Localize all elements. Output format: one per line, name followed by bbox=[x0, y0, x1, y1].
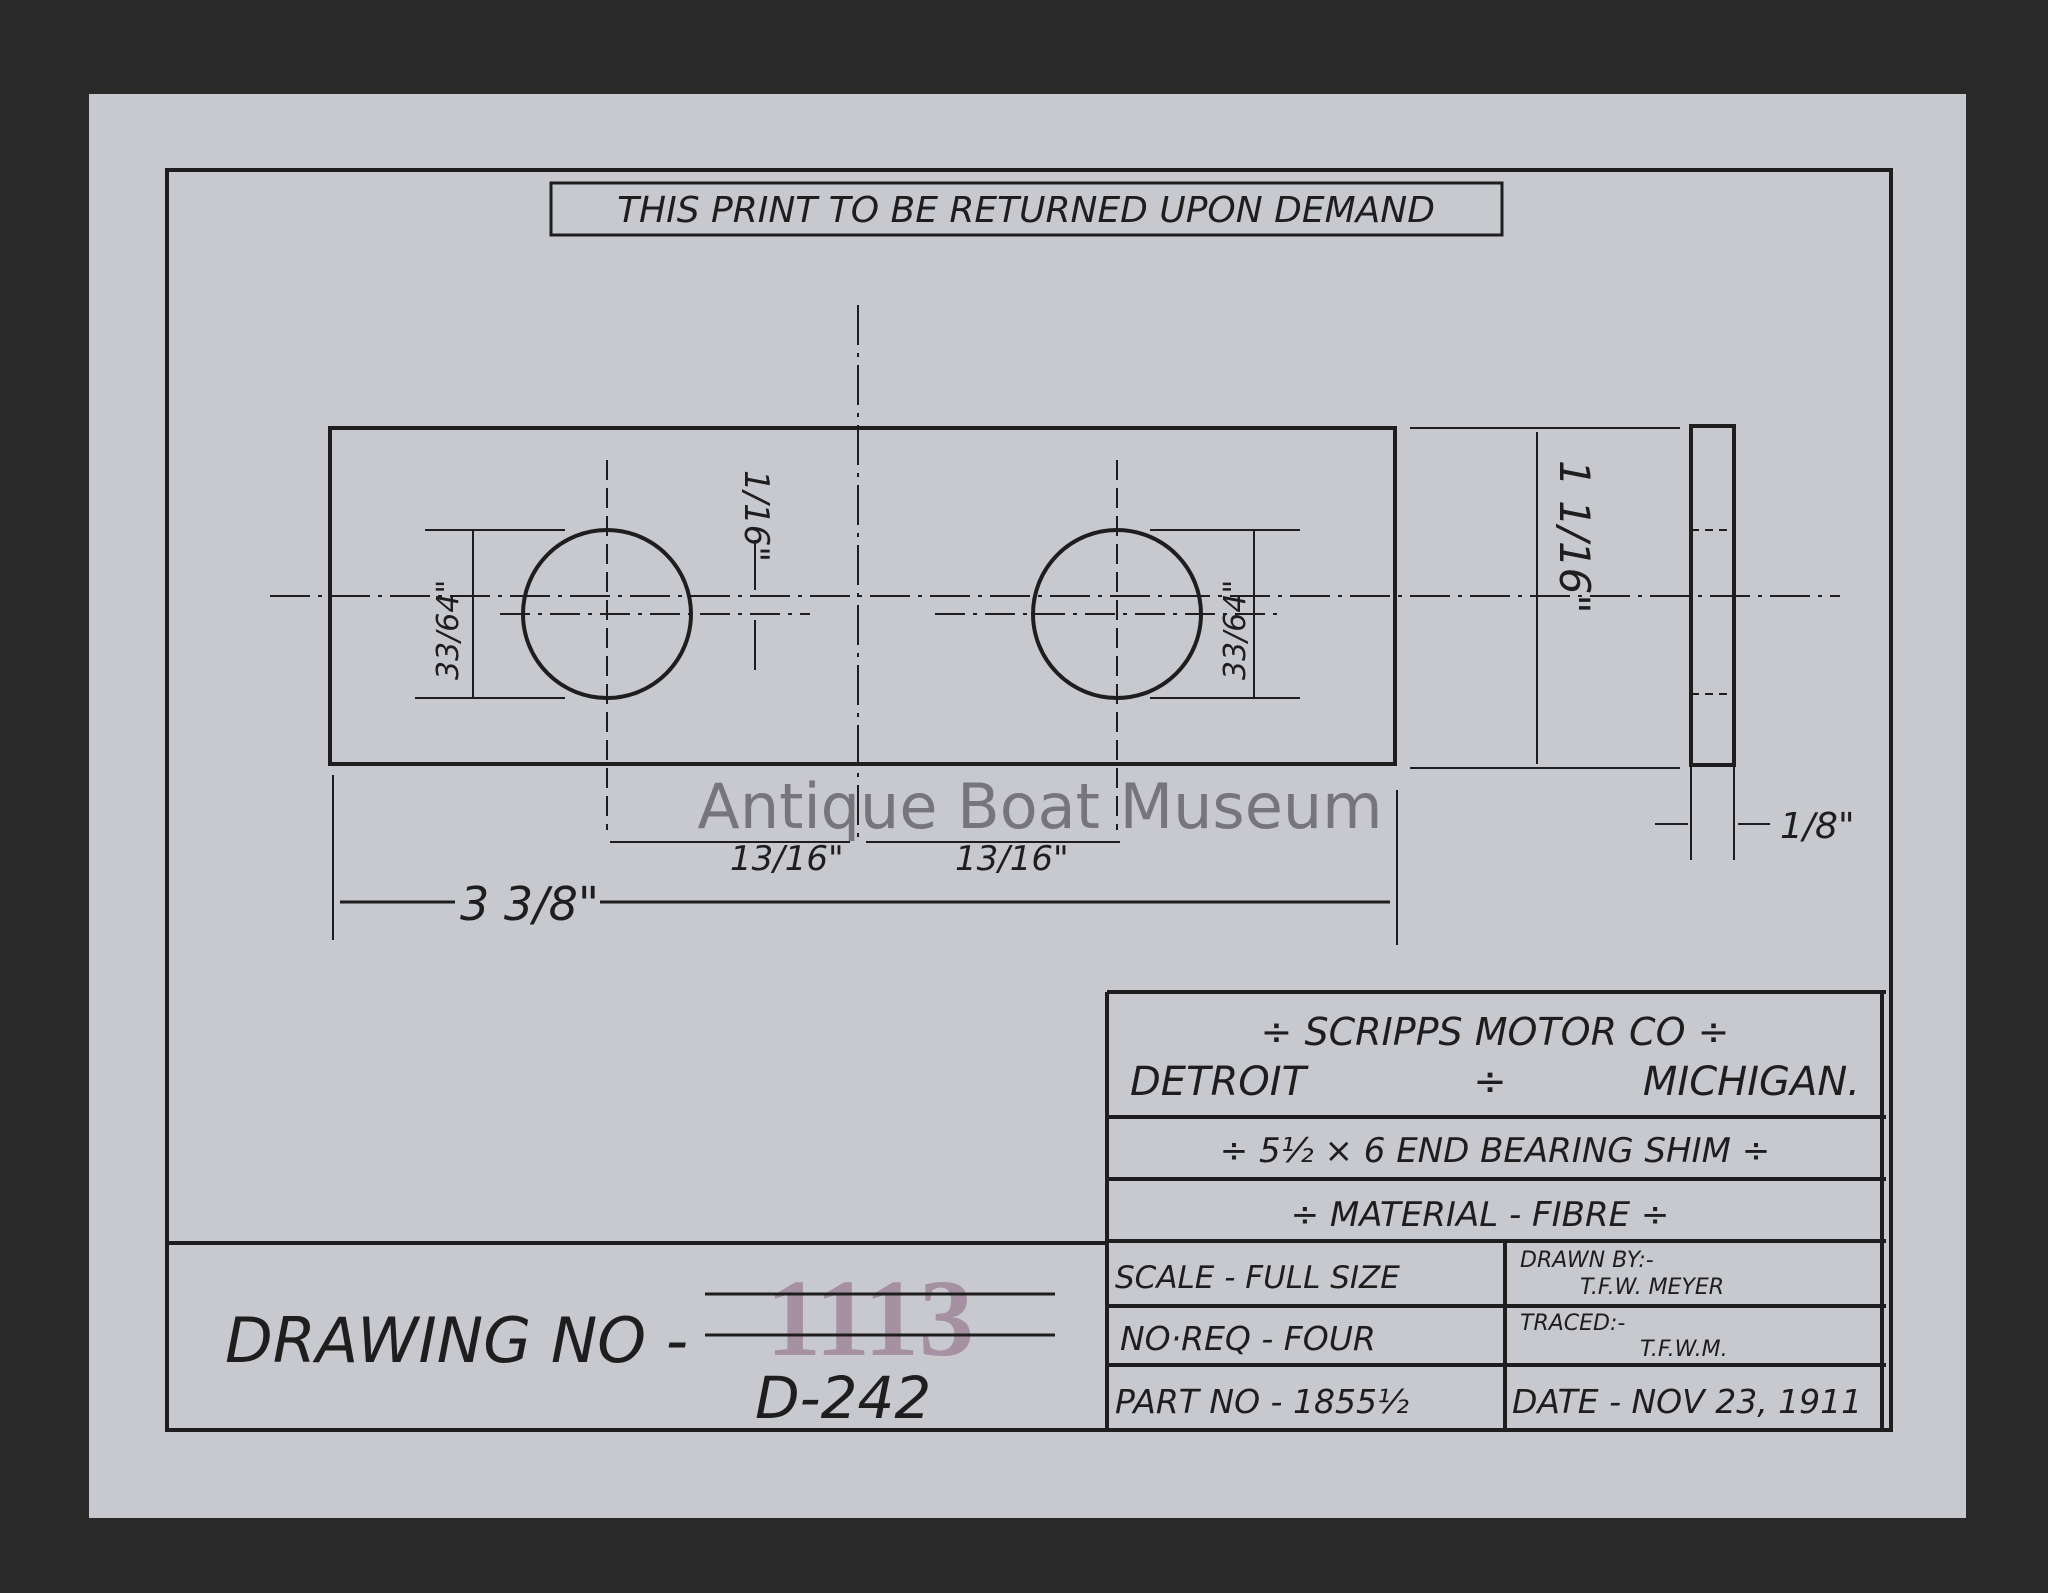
dim-hole-dia-right: 33/64" bbox=[1218, 580, 1253, 680]
dim-hole-offset: 1/16" bbox=[736, 470, 776, 562]
side-view bbox=[1689, 424, 1736, 767]
scale: SCALE - FULL SIZE bbox=[1115, 1260, 1400, 1296]
dim-hole-dia-left: 33/64" bbox=[431, 580, 466, 680]
company-name: ÷ SCRIPPS MOTOR CO ÷ bbox=[1261, 1010, 1730, 1054]
material: ÷ MATERIAL - FIBRE ÷ bbox=[1291, 1195, 1670, 1235]
traced-by: T.F.W.M. bbox=[1640, 1337, 1728, 1362]
company-state: MICHIGAN. bbox=[1643, 1059, 1860, 1105]
dim-length: 3 3/8" bbox=[460, 877, 599, 931]
date: DATE - NOV 23, 1911 bbox=[1512, 1382, 1862, 1421]
front-view bbox=[270, 305, 1840, 840]
dim-width: 1 1/16" bbox=[1550, 460, 1599, 614]
traced-label: TRACED:- bbox=[1520, 1311, 1625, 1336]
drawn-by: T.F.W. MEYER bbox=[1580, 1275, 1724, 1300]
header-note: THIS PRINT TO BE RETURNED UPON DEMAND bbox=[617, 190, 1435, 231]
watermark: Antique Boat Museum bbox=[697, 770, 1382, 843]
part-no: PART NO - 1855½ bbox=[1115, 1382, 1409, 1421]
drawing-number-label: DRAWING NO - bbox=[225, 1304, 688, 1377]
dim-hole-spacing-left: 13/16" bbox=[730, 839, 844, 879]
dim-thickness: 1/8" bbox=[1780, 806, 1855, 847]
title-block bbox=[167, 990, 1886, 1430]
part-name: ÷ 5½ × 6 END BEARING SHIM ÷ bbox=[1220, 1131, 1770, 1171]
dim-hole-spacing-right: 13/16" bbox=[955, 839, 1069, 879]
divider-symbol: ÷ bbox=[1473, 1059, 1507, 1105]
paper-sheet bbox=[89, 94, 1966, 1518]
drawn-by-label: DRAWN BY:- bbox=[1520, 1248, 1654, 1273]
company-city: DETROIT bbox=[1130, 1059, 1310, 1105]
border-frame bbox=[165, 168, 1893, 1432]
no-req: NO·REQ - FOUR bbox=[1120, 1319, 1376, 1358]
drawing-number: D-242 bbox=[755, 1364, 931, 1432]
header-note-box bbox=[549, 181, 1504, 237]
old-drawing-number-stamp: 1113 bbox=[766, 1257, 974, 1379]
